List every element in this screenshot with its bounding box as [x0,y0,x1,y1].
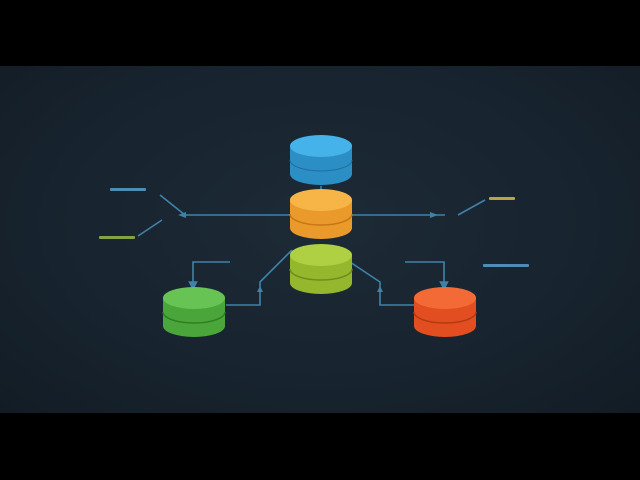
connector-right-pointer [457,199,486,216]
arrowhead-right-up [377,286,383,292]
label-mark-left-bottom [99,236,135,239]
arrowhead-right [430,212,438,218]
database-green [162,287,226,337]
diagram-canvas [0,66,640,413]
label-mark-right-middle [483,264,529,267]
connector-center-to-left [226,249,293,306]
database-blue [289,135,353,185]
letterbox-bottom [0,413,640,480]
database-orange [289,189,353,239]
connector-to-redorange [405,261,449,291]
letterbox-top [0,0,640,66]
arrowhead-left-up [257,286,263,292]
connector-left-bottom-pointer [137,219,163,237]
label-marks [99,188,529,267]
connectors [137,186,486,306]
connector-left-pointer [159,194,186,216]
label-mark-left-top [110,188,146,191]
label-mark-right-top [489,197,515,200]
arrowhead-left [178,212,186,218]
connector-center-to-right [349,261,414,306]
database-yellowgreen [289,244,353,294]
connector-to-green [188,261,230,291]
database-redorange [413,287,477,337]
